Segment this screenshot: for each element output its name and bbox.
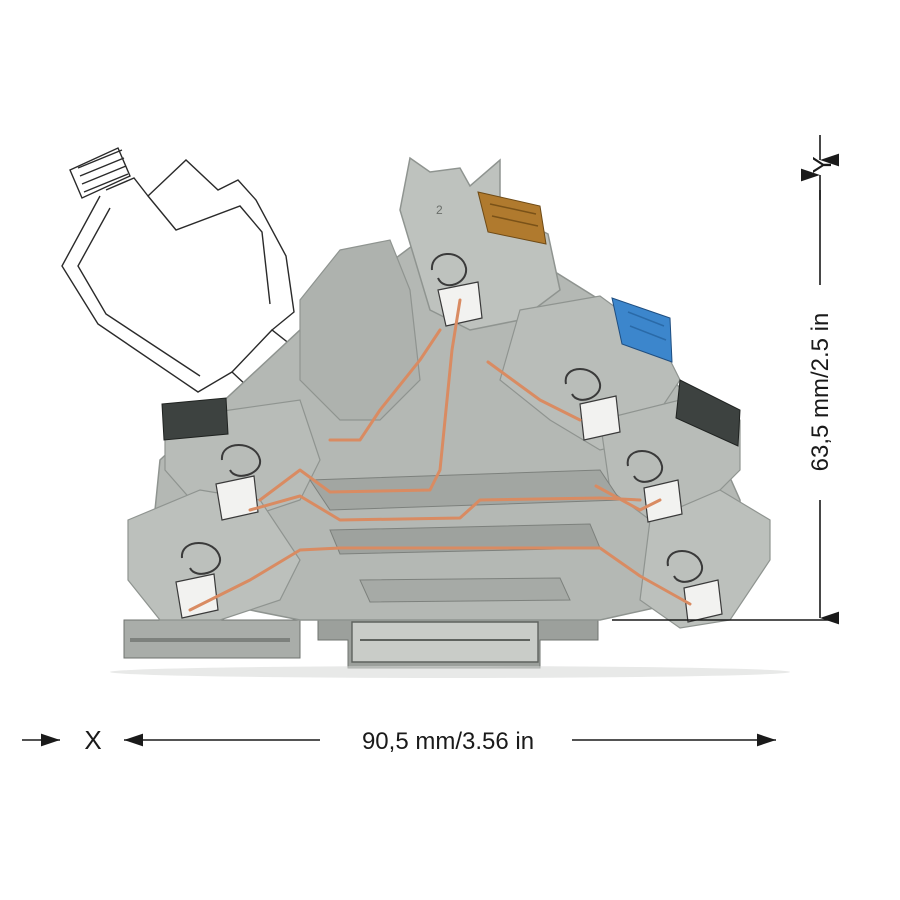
internal-conductors xyxy=(188,298,692,612)
clamp-right-middle xyxy=(626,450,683,523)
clamp-right-lower xyxy=(666,550,723,623)
slot-number-label: 2 xyxy=(436,203,443,217)
marker-carrier-right xyxy=(675,379,741,447)
clamp-right-upper xyxy=(564,368,621,441)
clamp-left-lower xyxy=(175,542,222,619)
clamp-left-middle xyxy=(215,444,262,521)
height-dimension xyxy=(612,135,840,625)
y-axis-label: Y xyxy=(807,156,837,173)
jumper-slot-brown xyxy=(477,191,547,245)
test-plug-outline xyxy=(61,147,301,402)
ground-shadow xyxy=(110,666,790,678)
x-axis-label: X xyxy=(84,725,101,755)
marker-carrier-left xyxy=(161,397,229,441)
height-dimension-label: 63,5 mm/2.5 in xyxy=(807,313,834,472)
width-dimension-label: 90,5 mm/3.56 in xyxy=(362,728,534,755)
jumper-slot-blue xyxy=(611,297,673,363)
